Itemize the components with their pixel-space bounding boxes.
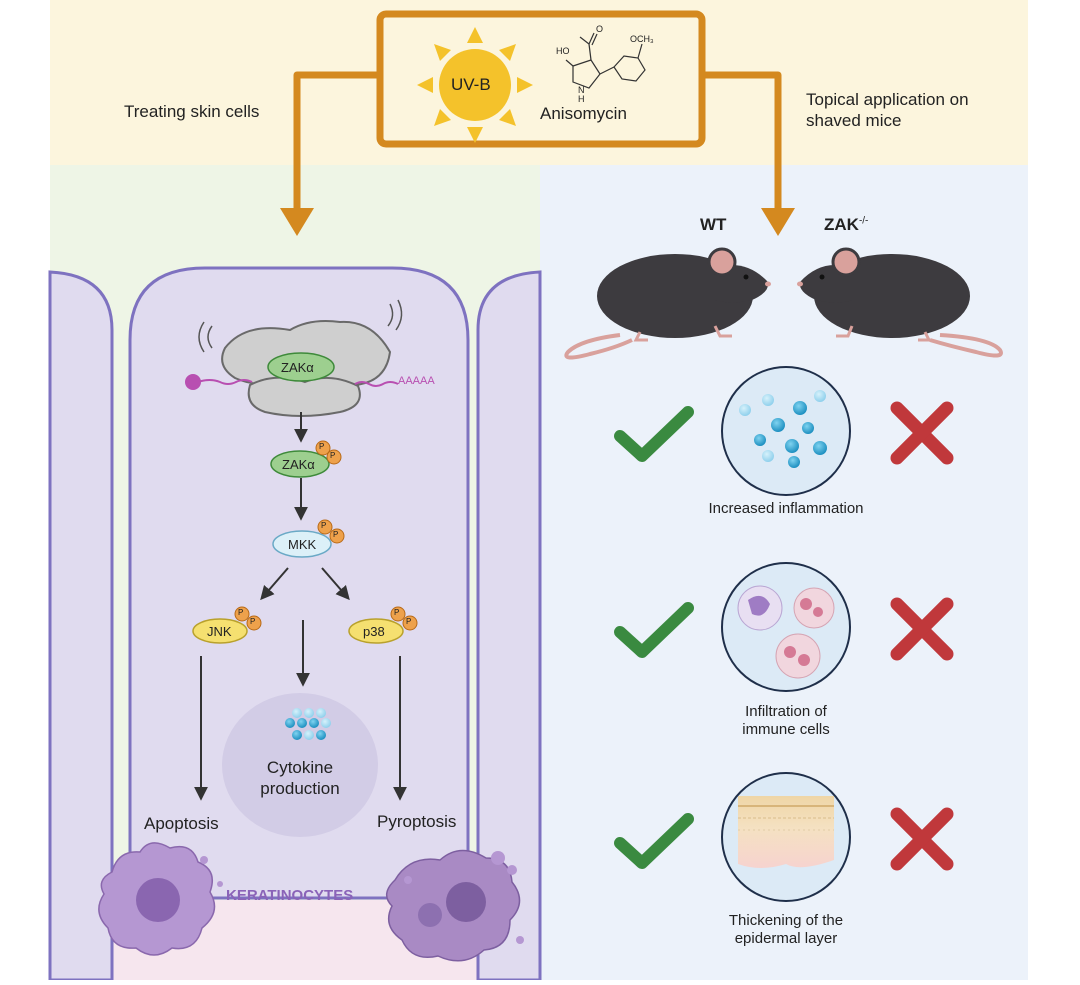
zak-ko-superscript: -/- [858,215,869,227]
zak-phospho-node [270,440,342,478]
cytokine-line2: production [260,779,340,798]
uvb-label: UV-B [451,75,491,94]
struct-nh: N H [578,86,585,104]
right-arrow-line [702,71,782,210]
ko-infiltration-cross-icon [890,597,954,661]
anisomycin-label: Anisomycin [540,104,627,123]
left-arrowhead [280,208,314,236]
left-arrow-line [293,71,380,210]
cytokine-line1: Cytokine [266,758,334,777]
outcome-label-thickening: Thickening of the epidermal layer [676,912,896,948]
p38-node [348,606,418,644]
struct-n: N [578,85,585,95]
ko-inflammation-cross-icon [890,401,954,465]
zak-phospho-label: ZAKα [282,457,315,472]
struct-h: H [578,94,585,104]
right-path-label: Topical application on shaved mice [806,89,969,131]
anisomycin-structure [565,32,646,89]
right-path-label-line1: Topical application on [806,90,969,109]
struct-ho: HO [556,46,570,56]
phospho-label: P [394,608,400,617]
pyroptosis-label: Pyroptosis [377,812,457,831]
pathway-arrows [194,412,407,801]
mrna-cap [185,374,201,390]
zak-ko-gene: ZAK [824,215,859,234]
zak-ko-label: ZAK-/- [824,215,868,235]
pyroptotic-cell-icon [386,849,524,962]
left-path-label: Treating skin cells [124,102,260,121]
right-arrowhead [761,208,795,236]
inflammation-circle [721,366,851,496]
outcome-label-infiltration: Infiltration of immune cells [676,703,896,739]
uvb-sun-icon [417,27,533,143]
wt-infiltration-check-icon [614,602,694,658]
zak-ribosome-node [267,352,335,382]
epidermis-circle [721,772,851,902]
struct-och3: OCH₃ [630,34,654,44]
struct-o: O [596,24,604,34]
top-band [50,0,1028,165]
top-arrows [293,10,782,210]
apoptotic-cell-icon [98,842,223,956]
phospho-label: P [321,521,327,530]
phospho-label: P [238,608,244,617]
stimulus-box [376,10,706,148]
phospho-label: P [250,617,256,626]
wt-label: WT [700,215,727,234]
outcome-thickening-line2: epidermal layer [734,930,838,947]
immune-cells-circle [721,562,851,692]
right-path-label-line2: shaved mice [806,111,902,130]
mkk-node [272,519,345,558]
cytokine-zone [222,693,378,837]
outcome-thickening-line1: Thickening of the [728,912,844,929]
jnk-node [192,606,262,644]
polya-label: AAAAA [398,375,435,387]
wt-inflammation-check-icon [614,406,694,462]
mkk-label: MKK [288,537,317,552]
jnk-label: JNK [207,624,232,639]
phospho-label: P [406,617,412,626]
wt-mouse-icon [564,247,771,360]
ko-thickening-cross-icon [890,807,954,871]
keratinocytes-label: KERATINOCYTES [226,887,354,904]
outcome-infiltration-line1: Infiltration of [745,703,827,720]
cytokine-dots [285,708,331,740]
mrna-strand [197,379,399,387]
apoptosis-label: Apoptosis [144,814,219,833]
keratinocyte-cells [48,266,542,982]
zak-knockout-mouse-icon [797,247,1003,358]
phospho-label: P [330,451,336,460]
phospho-label: P [333,530,339,539]
phospho-label: P [319,442,325,451]
p38-label: p38 [363,624,385,639]
outcome-label-inflammation: Increased inflammation [708,500,864,517]
zak-ribosome-label: ZAKα [281,360,314,375]
cytokine-label: Cytokine production [250,757,350,799]
outcome-infiltration-line2: immune cells [742,721,830,738]
wt-thickening-check-icon [614,813,694,869]
